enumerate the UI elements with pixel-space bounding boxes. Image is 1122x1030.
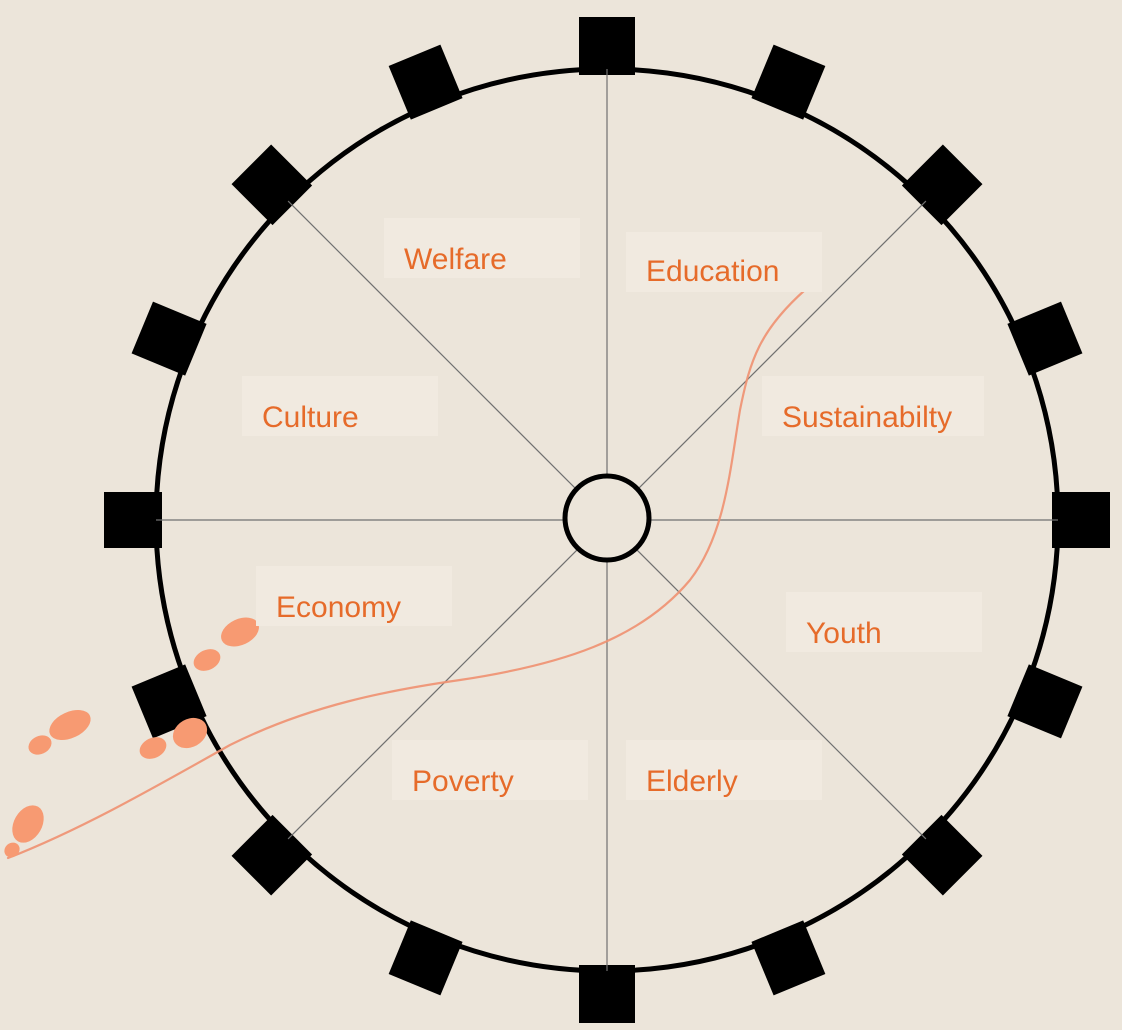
gear-tooth <box>579 965 635 1023</box>
journey-path-line <box>6 288 807 860</box>
segment-label-elderly: Elderly <box>626 740 822 800</box>
segment-label-welfare: Welfare <box>384 218 580 278</box>
gear-tooth <box>579 17 635 75</box>
gear-tooth <box>104 492 162 548</box>
segment-label-poverty: Poverty <box>392 740 588 800</box>
gear-hub <box>562 473 652 563</box>
segment-label-culture: Culture <box>242 376 438 436</box>
segment-label-sustainability: Sustainabilty <box>762 376 984 436</box>
segment-label-youth: Youth <box>786 592 982 652</box>
gear-tooth <box>1052 492 1110 548</box>
segment-label-education: Education <box>626 232 822 292</box>
footprints-icon <box>4 617 259 858</box>
gear-icon <box>104 17 1110 1023</box>
segment-label-economy: Economy <box>256 566 452 626</box>
